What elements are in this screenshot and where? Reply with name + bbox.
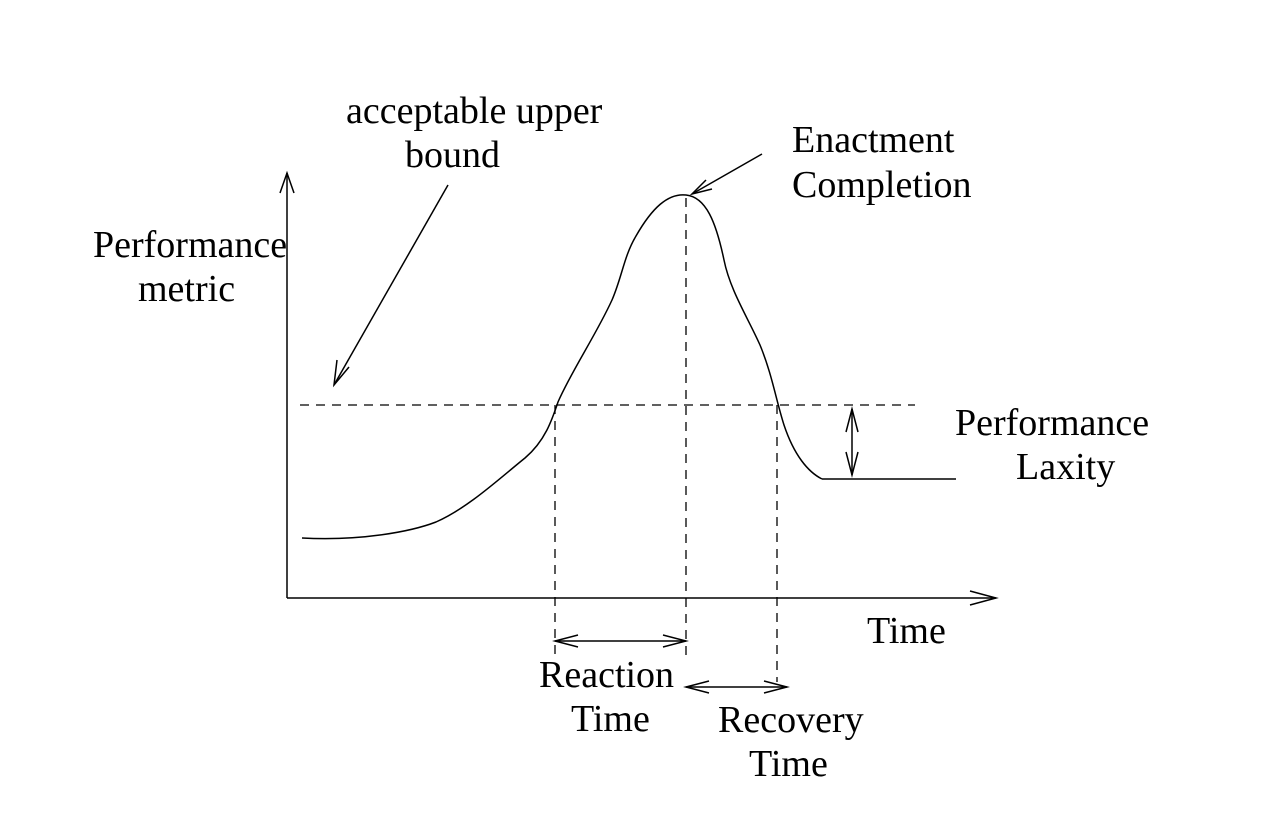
recovery-label-line1: Recovery [718, 699, 864, 741]
enactment-label-line1: Enactment [792, 119, 955, 161]
recovery-label-line2: Time [749, 743, 828, 785]
enactment-label-line2: Completion [792, 164, 971, 206]
laxity-label-line1: Performance [955, 402, 1149, 444]
upper-bound-pointer [333, 184, 449, 386]
recovery-arrowhead-left [683, 680, 710, 694]
performance-curve [301, 194, 823, 540]
laxity-arrowhead-bottom [845, 451, 859, 478]
upper-bound-label-line1: acceptable upper [346, 90, 603, 132]
reaction-arrowhead-left [552, 634, 579, 648]
upper-bound-label-line2: bound [405, 134, 500, 176]
x-axis-label: Time [867, 610, 946, 652]
y-axis-label-line2: metric [138, 268, 235, 310]
upper-bound-pointer-head [332, 359, 350, 388]
y-axis-arrowhead [279, 170, 295, 194]
laxity-arrowhead-top [845, 406, 859, 433]
reaction-label-line1: Reaction [539, 654, 674, 696]
enactment-pointer [691, 153, 763, 195]
reaction-label-line2: Time [571, 698, 650, 740]
reaction-arrowhead-right [662, 634, 689, 648]
x-axis-arrowhead [969, 590, 999, 606]
enactment-pointer-head [689, 179, 713, 196]
recovery-arrowhead-right [763, 680, 790, 694]
laxity-label-line2: Laxity [1016, 446, 1115, 488]
y-axis-label-line1: Performance [93, 224, 287, 266]
